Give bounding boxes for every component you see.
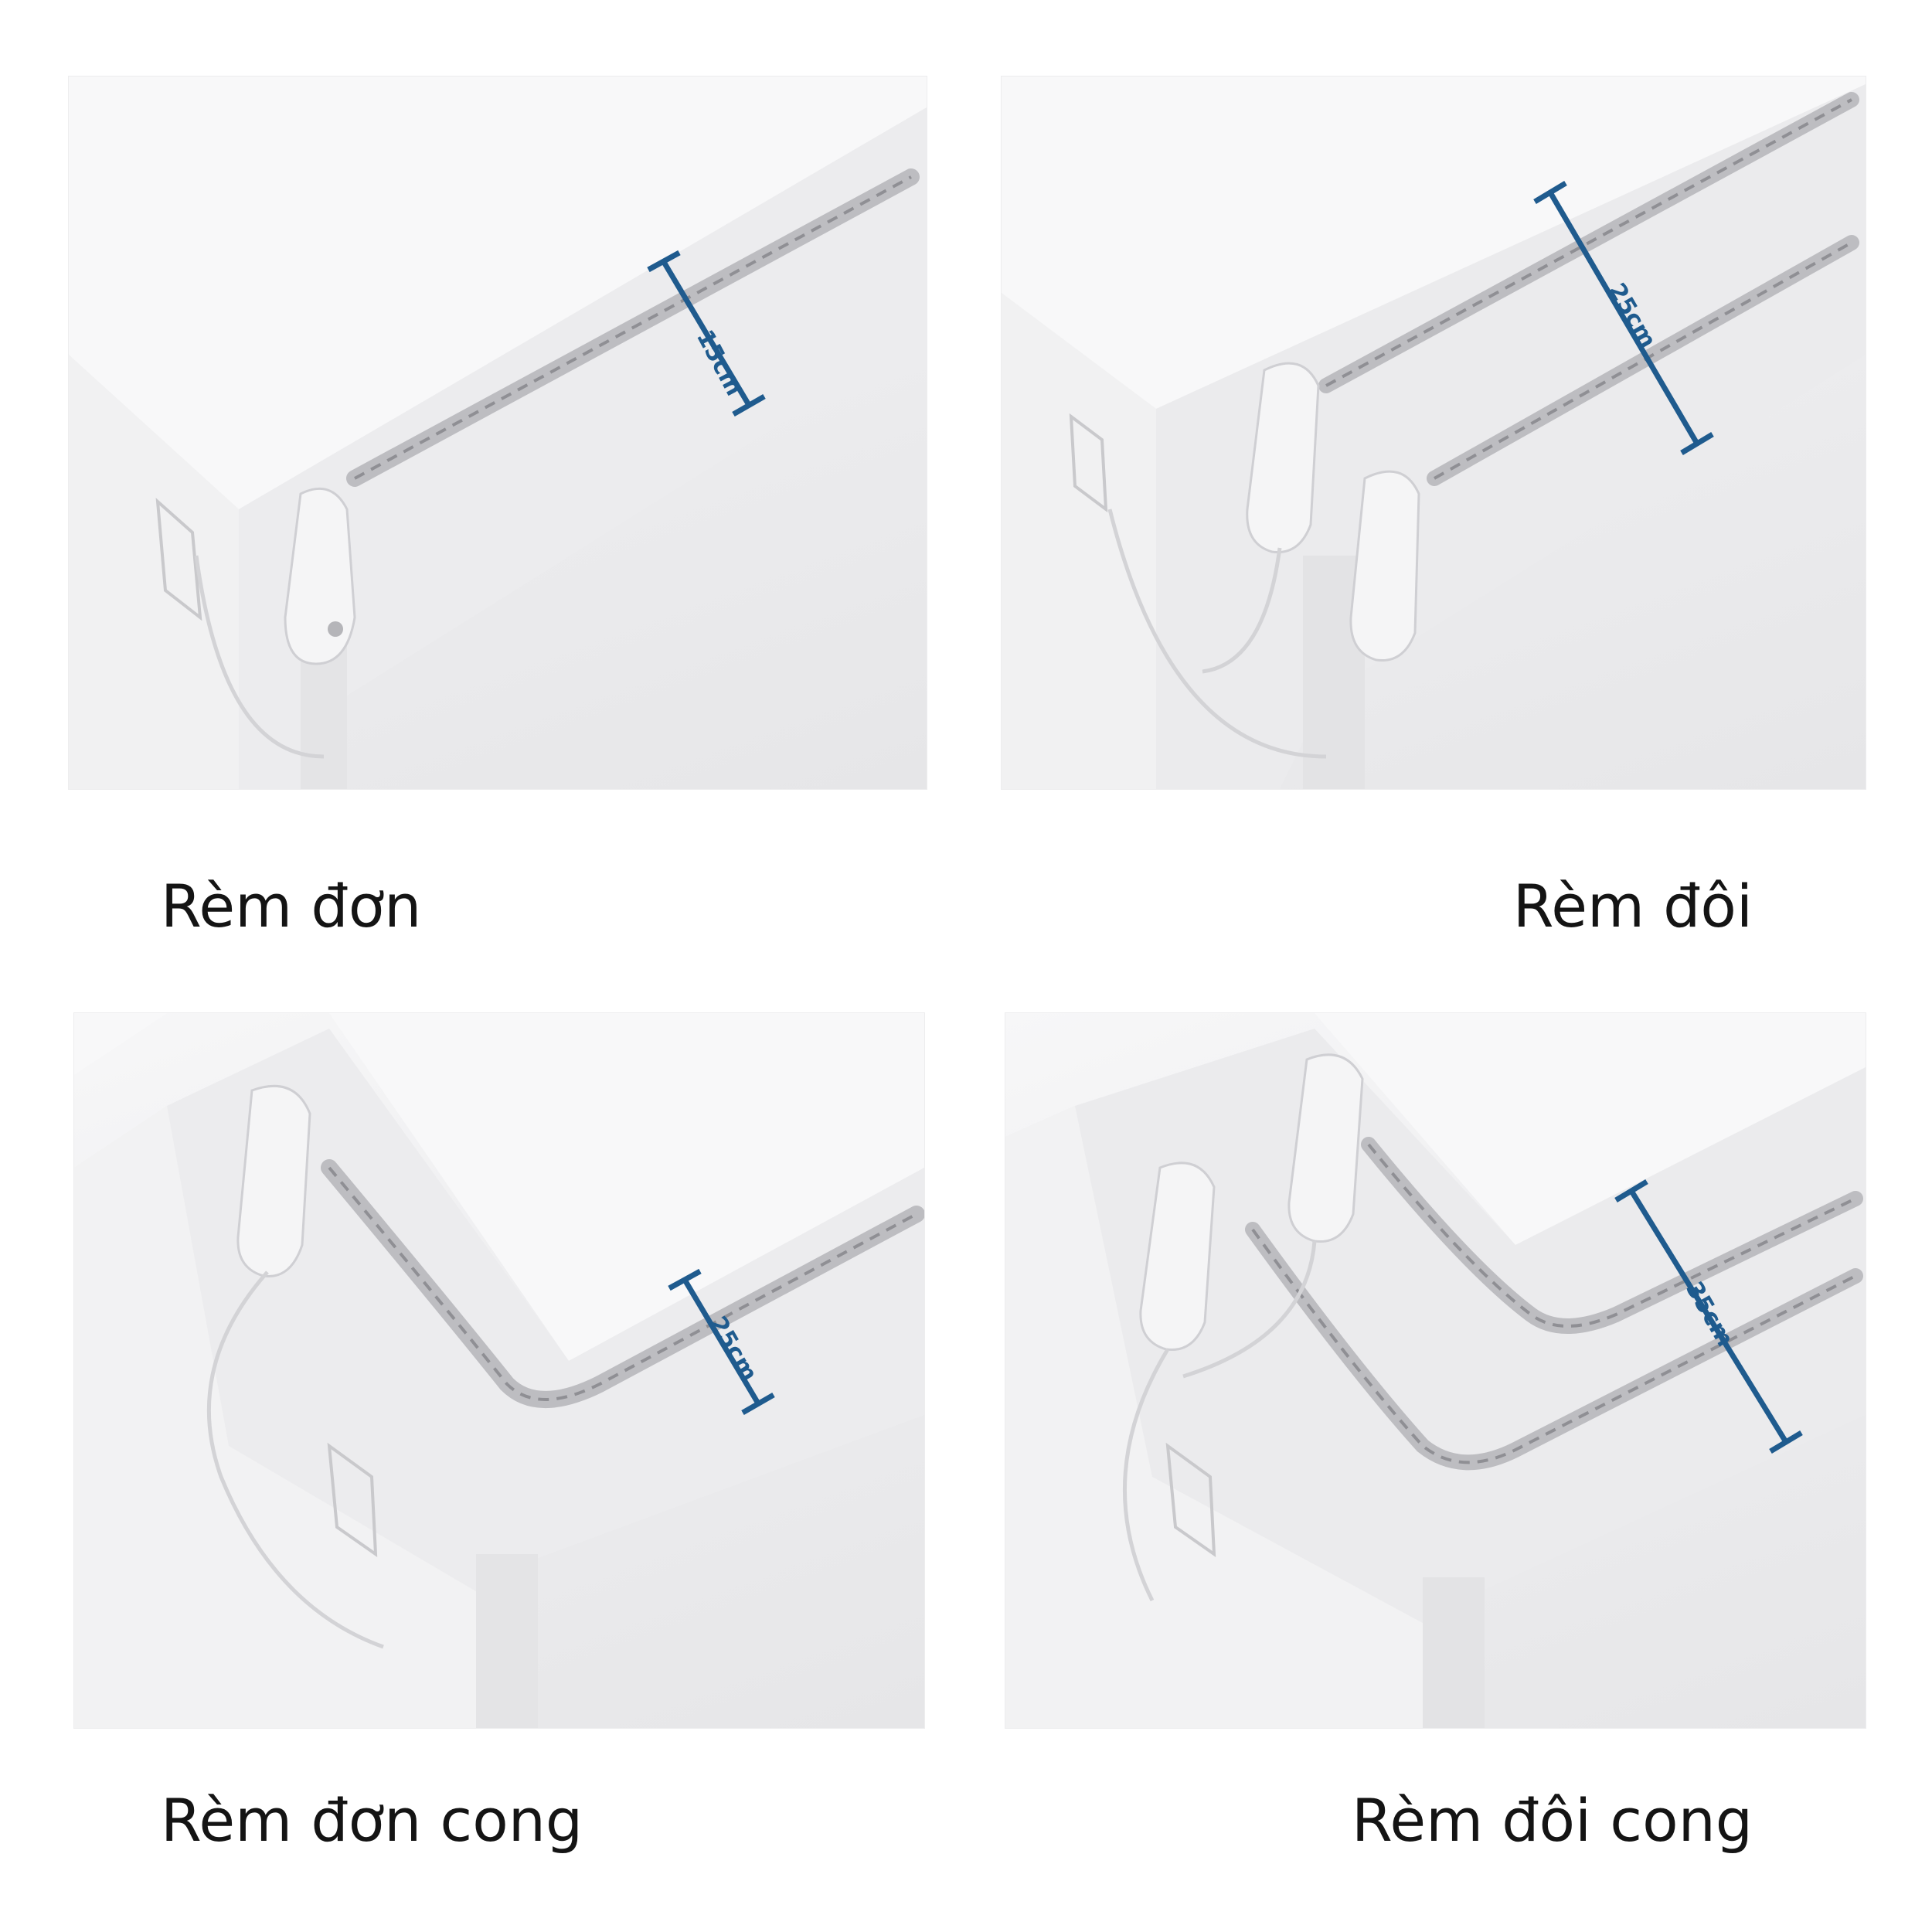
photo-double-curved-curtain: 35cm	[1005, 1012, 1866, 1729]
caption-single-curtain: Rèm đơn	[161, 872, 422, 940]
curtain-motor-icon	[284, 487, 356, 665]
double-curved-track-illustration: 35cm	[1005, 1013, 1866, 1728]
curtain-motor-icon	[1246, 362, 1420, 662]
single-curved-track-illustration: 25cm	[74, 1013, 924, 1728]
curtain-motor-icon	[1139, 1053, 1364, 1352]
curtain-motor-icon	[236, 1084, 311, 1277]
caption-double-curtain: Rèm đôi	[1512, 872, 1753, 940]
wall-mount-bracket-icon	[1069, 413, 1108, 513]
caption-single-curved-curtain: Rèm đơn cong	[161, 1786, 583, 1855]
caption-double-curved-curtain: Rèm đôi cong	[1351, 1786, 1753, 1855]
wall-mount-bracket-icon	[327, 1442, 378, 1557]
wall-mount-bracket-icon	[1165, 1442, 1216, 1557]
photo-single-curtain: 15cm	[68, 76, 927, 790]
photo-double-curtain: 25cm	[1001, 76, 1866, 790]
photo-single-curved-curtain: 25cm	[73, 1012, 925, 1729]
wall-mount-bracket-icon	[155, 498, 202, 621]
single-track-illustration: 15cm	[69, 77, 927, 789]
double-track-illustration: 25cm	[1002, 77, 1866, 789]
